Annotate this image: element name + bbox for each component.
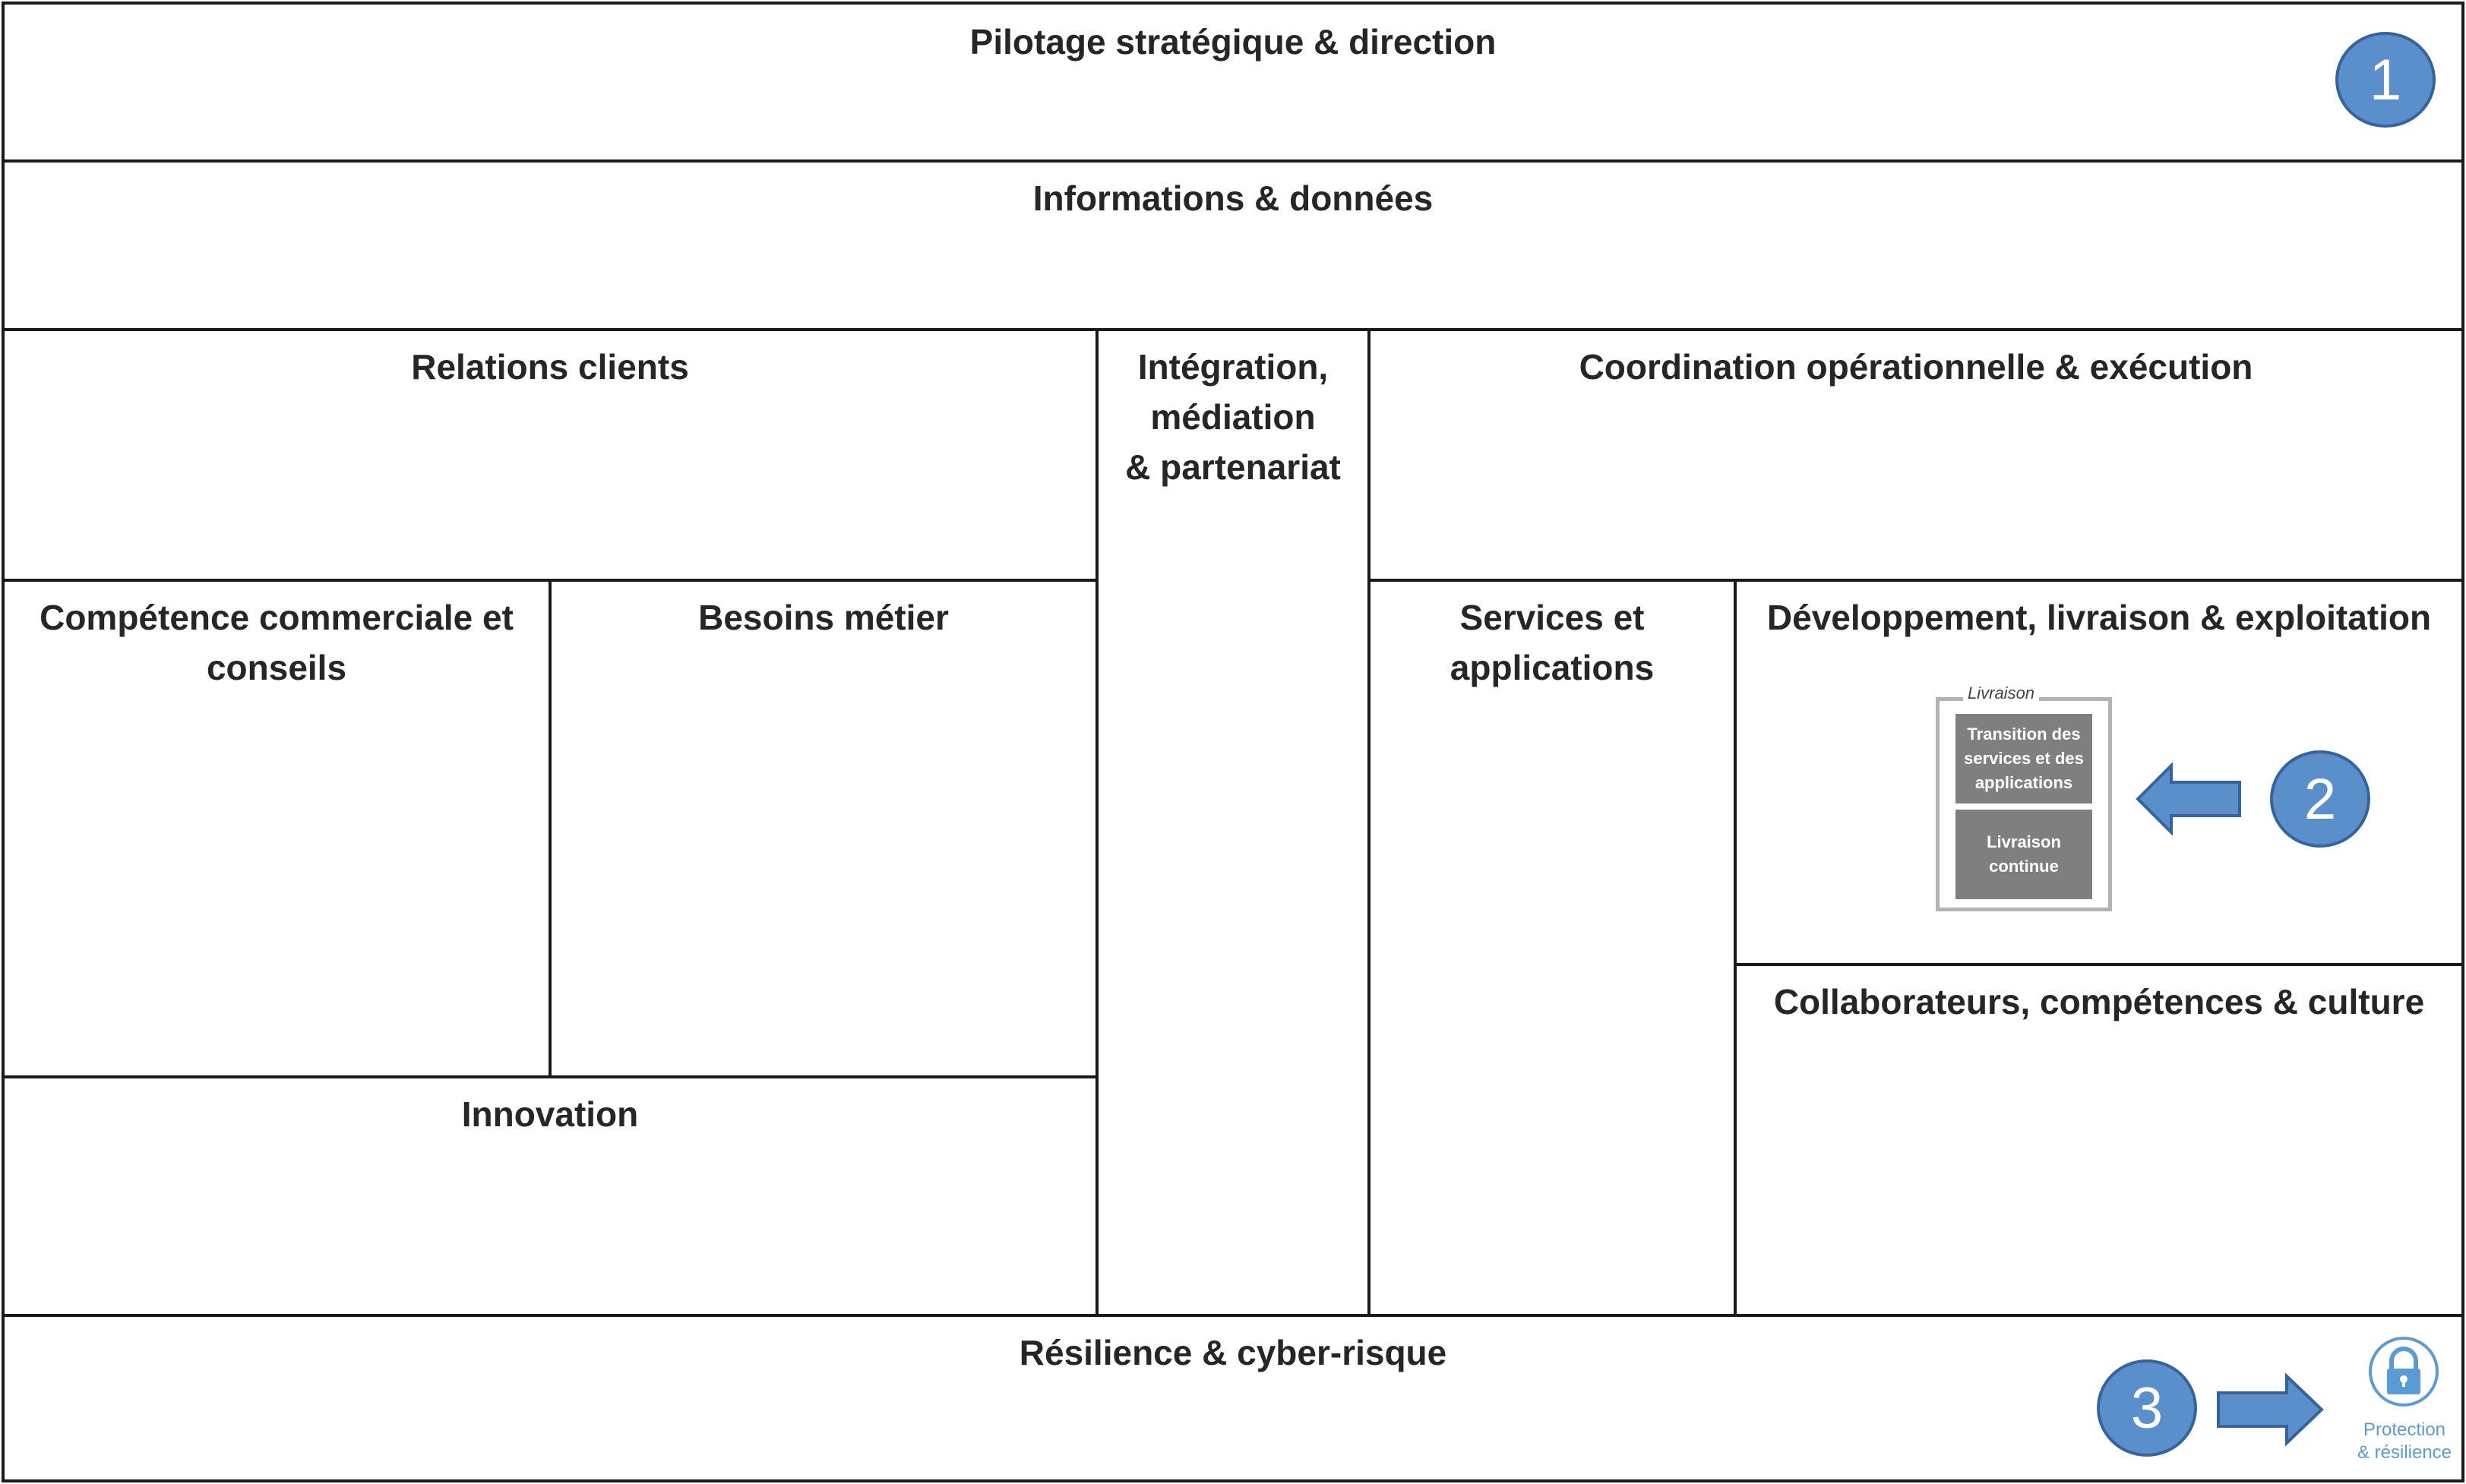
block-title: Résilience & cyber-risque [1019, 1333, 1447, 1372]
block-title: Innovation [461, 1094, 639, 1134]
callout-badge-2: 2 [2270, 750, 2370, 848]
block-informations: Informations & données [2, 159, 2464, 331]
block-title: Besoins métier [698, 598, 949, 637]
block-title: Développement, livraison & exploitation [1766, 598, 2432, 637]
block-integration: Intégration, médiation & partenariat [1095, 328, 1371, 1317]
lock-icon [2369, 1337, 2439, 1407]
block-title: Intégration, médiation & partenariat [1125, 347, 1341, 487]
block-title: Compétence commerciale et conseils [40, 598, 514, 687]
protection-label: Protection & résilience [2357, 1419, 2452, 1463]
block-competence: Compétence commerciale et conseils [2, 579, 552, 1078]
block-services: Services et applications [1367, 579, 1737, 1317]
block-relations-clients: Relations clients [2, 328, 1099, 582]
block-title: Services et applications [1450, 598, 1655, 687]
arrow-left-icon [2136, 763, 2241, 835]
block-coordination: Coordination opérationnelle & exécution [1367, 328, 2464, 582]
card-livraison-continue: Livraison continue [1955, 810, 2092, 899]
livraison-panel-caption: Livraison [1963, 684, 2040, 703]
block-besoins: Besoins métier [549, 579, 1099, 1078]
block-innovation: Innovation [2, 1075, 1099, 1317]
block-title: Collaborateurs, compétences & culture [1773, 982, 2425, 1021]
callout-badge-1: 1 [2335, 32, 2436, 128]
block-title: Coordination opérationnelle & exécution [1579, 347, 2253, 387]
block-title: Relations clients [411, 347, 689, 387]
block-pilotage: Pilotage stratégique & direction [2, 2, 2464, 163]
block-collaborateurs: Collaborateurs, compétences & culture [1734, 963, 2464, 1317]
block-title: Informations & données [1032, 178, 1434, 218]
block-title: Pilotage stratégique & direction [969, 22, 1497, 62]
card-transition-services: Transition des services et des applicati… [1955, 714, 2092, 804]
arrow-right-icon [2217, 1373, 2324, 1446]
callout-badge-3: 3 [2097, 1359, 2197, 1457]
block-resilience: Résilience & cyber-risque [2, 1314, 2464, 1482]
